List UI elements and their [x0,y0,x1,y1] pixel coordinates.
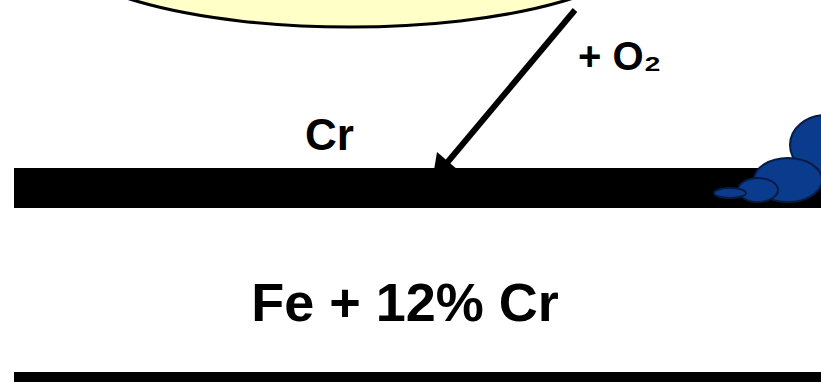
base-line [14,372,821,382]
alloy-label: Fe + 12% Cr [251,275,559,329]
oxide-layer [14,168,821,208]
particle [714,188,746,198]
arrow-line [446,10,575,164]
oxide-particles [714,115,821,202]
element-label: Cr [305,113,354,157]
reactant-label: + O₂ [578,36,661,76]
oxygen-cloud [50,0,650,27]
